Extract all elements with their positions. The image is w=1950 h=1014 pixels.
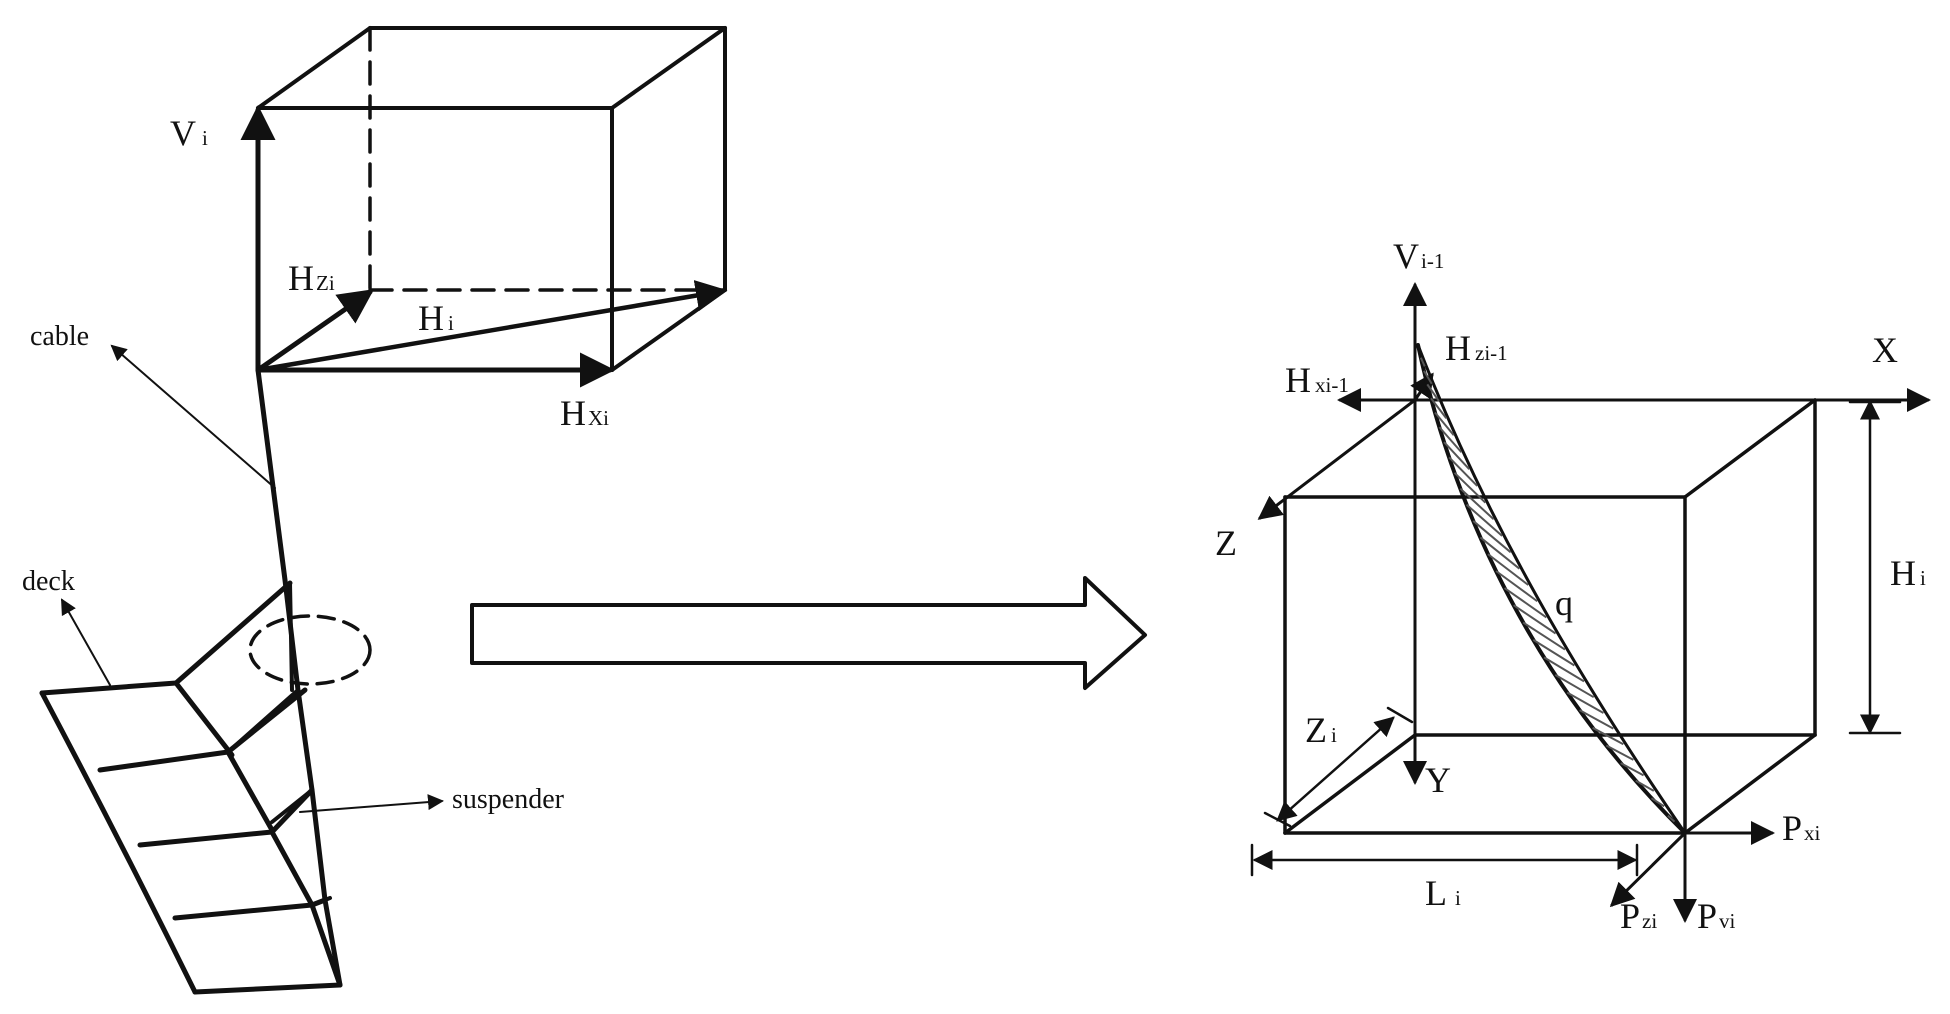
hatch-line [1487, 553, 1529, 586]
hatch-line [1579, 709, 1614, 730]
hatch-line [1443, 441, 1470, 470]
hatch-line [1605, 744, 1634, 761]
pz-arrow [1609, 831, 1687, 908]
hatch-line [1426, 383, 1440, 402]
z-axis [1257, 398, 1417, 520]
label-v-i-1: Vi-1 [1393, 236, 1444, 276]
hatch-line [1532, 639, 1575, 667]
label-p-zi: Pzi [1620, 896, 1657, 936]
label-suspender: suspender [452, 784, 565, 815]
hatch-line [1423, 370, 1433, 385]
label-p-vi: Pvi [1697, 896, 1736, 936]
label-p-xi: Pxi [1782, 808, 1821, 848]
cable-curve-inner [1416, 343, 1687, 835]
deck-grid [39, 580, 343, 995]
horizontal-resultant-arrow [255, 279, 728, 373]
label-y-axis: Y [1425, 760, 1451, 800]
hatch-line [1650, 797, 1665, 808]
hatch-line [1635, 779, 1655, 792]
label-h-zi: HZi [288, 258, 335, 298]
element-box [1283, 398, 1817, 835]
dimension-lines [1250, 399, 1902, 877]
hatch-line [1495, 570, 1538, 603]
label-deck: deck [22, 566, 75, 597]
hatch-line [1513, 604, 1557, 635]
hatch-line [1419, 357, 1426, 367]
hatch-line [1667, 814, 1676, 823]
label-x-axis: X [1872, 330, 1898, 370]
detail-circle [248, 614, 372, 686]
hatch-line [1566, 691, 1604, 714]
hatch-line [1503, 587, 1547, 619]
hatch-line [1448, 456, 1478, 487]
transverse-force-arrow [255, 289, 375, 373]
callout-leaders [61, 344, 444, 813]
label-cable: cable [30, 321, 89, 352]
cable-curve-outer [1416, 343, 1687, 835]
hatch-line [1459, 487, 1495, 521]
hatch-line [1472, 520, 1512, 554]
hatch-line [1479, 536, 1521, 570]
label-h-xi: HXi [560, 393, 609, 433]
hatch-line [1453, 472, 1487, 504]
cable-line [255, 367, 343, 988]
hatch-line [1465, 503, 1503, 537]
label-z-axis: Z [1215, 523, 1237, 563]
hatch-line [1522, 621, 1566, 651]
hatch-line [1434, 411, 1455, 436]
transition-arrow [470, 576, 1147, 690]
hatch-line [1620, 762, 1645, 777]
load-hatching [1419, 357, 1676, 823]
hatch-line [1554, 674, 1595, 699]
hatch-line [1430, 397, 1448, 419]
hatch-line [1592, 726, 1624, 746]
hatch-line [1543, 656, 1585, 683]
force-box-hidden-edges [368, 26, 727, 292]
label-q: q [1555, 583, 1573, 623]
hatch-line [1438, 426, 1463, 453]
